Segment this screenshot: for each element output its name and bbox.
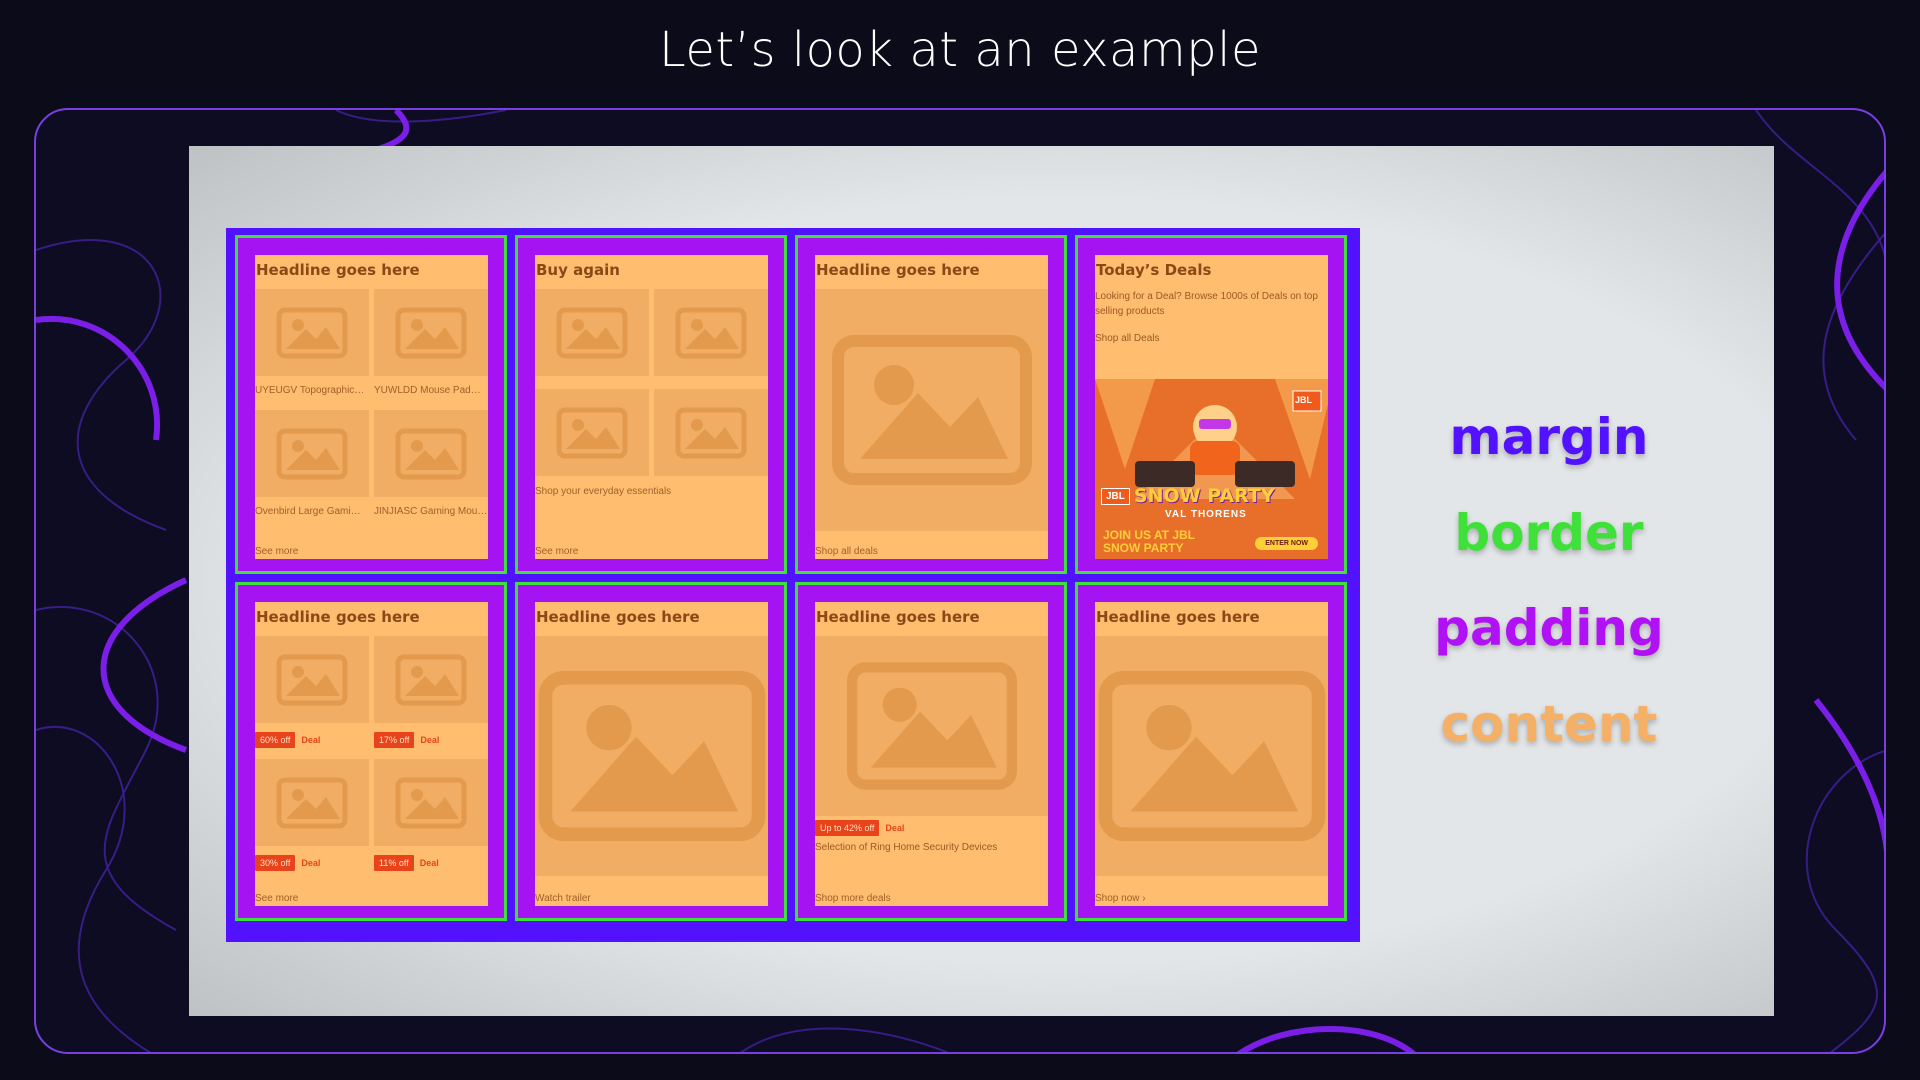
card-title: Headline goes here [256,608,420,626]
promo-brand-badge: JBL [1101,487,1130,505]
card-grid: Headline goes here UYEUGV Topographic… [235,235,1351,921]
deal-badge-row: 30% off Deal [255,846,369,882]
image-placeholder-icon[interactable] [815,289,1048,531]
card-5[interactable]: Headline goes here 60% off Deal [235,582,507,921]
product-caption: Ovenbird Large Gami… [255,506,361,517]
legend-margin: margin [1449,408,1649,466]
legend-padding: padding [1434,599,1664,657]
card-content: Buy again [535,255,768,559]
deal-label: Deal [419,858,439,868]
see-more-link[interactable]: See more [535,546,579,557]
discount-badge: 60% off [255,732,296,748]
enter-now-button[interactable]: ENTER NOW [1255,537,1318,550]
product-caption: JINJIASC Gaming Mou… [374,506,488,517]
card-title: Buy again [536,261,620,279]
discount-badge: 11% off [374,855,414,871]
deal-item[interactable]: 30% off Deal [255,759,369,882]
card-content: Headline goes here UYEUGV Topographic… [255,255,488,559]
promo-subheadline: VAL THORENS [1165,509,1247,520]
see-more-link[interactable]: See more [255,893,299,904]
promo-headline-row: JBL SNOW PARTY [1101,485,1275,507]
deal-badge-row: 11% off Deal [374,846,488,882]
card-description: Shop your everyday essentials [535,486,672,497]
card-2[interactable]: Buy again [515,235,787,574]
image-placeholder-icon[interactable] [535,636,768,876]
deal-label: Deal [420,735,440,745]
deal-item[interactable]: 11% off Deal [374,759,488,882]
card-7[interactable]: Headline goes here Up to 42% off Deal Se… [795,582,1067,921]
legend-content: content [1440,695,1658,753]
image-placeholder-icon [374,759,488,846]
image-placeholder-icon [255,289,369,376]
deal-badge-row: Up to 42% off Deal [815,820,904,836]
card-content: Headline goes here Watch trailer [535,602,768,906]
image-placeholder-icon[interactable] [535,289,649,376]
card-description: Selection of Ring Home Security Devices [815,842,998,853]
deal-grid: 60% off Deal 17% off Deal [255,636,488,882]
image-placeholder-icon [374,289,488,376]
image-placeholder-icon [374,410,488,497]
image-placeholder-icon [374,636,488,723]
image-placeholder-icon [255,636,369,723]
promo-cta-text: JOIN US AT JBL SNOW PARTY [1103,528,1195,555]
card-6[interactable]: Headline goes here Watch trailer [515,582,787,921]
product-item[interactable]: JINJIASC Gaming Mou… [374,410,488,531]
browser-screenshot: Headline goes here UYEUGV Topographic… [189,146,1774,1016]
image-placeholder-icon[interactable] [1095,636,1328,876]
card-content: Headline goes here Shop now › [1095,602,1328,906]
image-placeholder-icon[interactable] [654,389,768,476]
card-title: Headline goes here [1096,608,1260,626]
discount-badge: 17% off [374,732,415,748]
card-title: Today’s Deals [1096,261,1212,279]
discount-badge: 30% off [255,855,296,871]
card-content: Headline goes here Shop all deals [815,255,1048,559]
watch-trailer-link[interactable]: Watch trailer [535,893,591,904]
jbl-logo: JBL [1294,395,1312,405]
card-content: Today’s Deals Looking for a Deal? Browse… [1095,255,1328,559]
presentation-stage: Headline goes here UYEUGV Topographic… [34,108,1886,1054]
shop-more-deals-link[interactable]: Shop more deals [815,893,891,904]
image-placeholder-icon[interactable] [654,289,768,376]
card-1[interactable]: Headline goes here UYEUGV Topographic… [235,235,507,574]
card-title: Headline goes here [256,261,420,279]
deal-label: Deal [301,735,321,745]
card-content: Headline goes here Up to 42% off Deal Se… [815,602,1048,906]
product-item[interactable]: Ovenbird Large Gami… [255,410,369,531]
product-grid [535,289,768,476]
product-caption: UYEUGV Topographic… [255,385,365,396]
image-placeholder-icon[interactable] [815,636,1048,816]
deal-badge-row: 17% off Deal [374,723,488,759]
product-caption: YUWLDD Mouse Pad… [374,385,481,396]
product-item[interactable]: YUWLDD Mouse Pad… [374,289,488,410]
see-more-link[interactable]: See more [255,546,299,557]
shop-now-link[interactable]: Shop now › [1095,893,1146,904]
card-3[interactable]: Headline goes here Shop all deals [795,235,1067,574]
deal-badge-row: 60% off Deal [255,723,369,759]
margin-area: Headline goes here UYEUGV Topographic… [226,228,1360,942]
promo-headline: SNOW PARTY [1133,485,1275,507]
image-placeholder-icon[interactable] [535,389,649,476]
product-grid: UYEUGV Topographic… YUWLDD Mouse Pad… [255,289,488,531]
card-title: Headline goes here [816,608,980,626]
slide-title: Let’s look at an example [658,22,1262,78]
deal-label: Deal [885,823,905,833]
discount-badge: Up to 42% off [815,820,880,836]
card-description: Looking for a Deal? Browse 1000s of Deal… [1095,291,1318,317]
deal-label: Deal [301,858,321,868]
image-placeholder-icon [255,759,369,846]
card-4[interactable]: Today’s Deals Looking for a Deal? Browse… [1075,235,1347,574]
legend-border: border [1454,504,1644,562]
promo-artwork-image [1095,379,1328,559]
jbl-promo-banner[interactable]: JBL JBL SNOW PARTY VAL THORENS JOIN US A… [1095,379,1328,559]
card-title: Headline goes here [816,261,980,279]
card-title: Headline goes here [536,608,700,626]
product-item[interactable]: UYEUGV Topographic… [255,289,369,410]
deal-item[interactable]: 17% off Deal [374,636,488,759]
deal-item[interactable]: 60% off Deal [255,636,369,759]
shop-all-deals-link[interactable]: Shop all Deals [1095,333,1160,344]
card-8[interactable]: Headline goes here Shop now › [1075,582,1347,921]
shop-all-deals-link[interactable]: Shop all deals [815,546,878,557]
image-placeholder-icon [255,410,369,497]
card-content: Headline goes here 60% off Deal [255,602,488,906]
